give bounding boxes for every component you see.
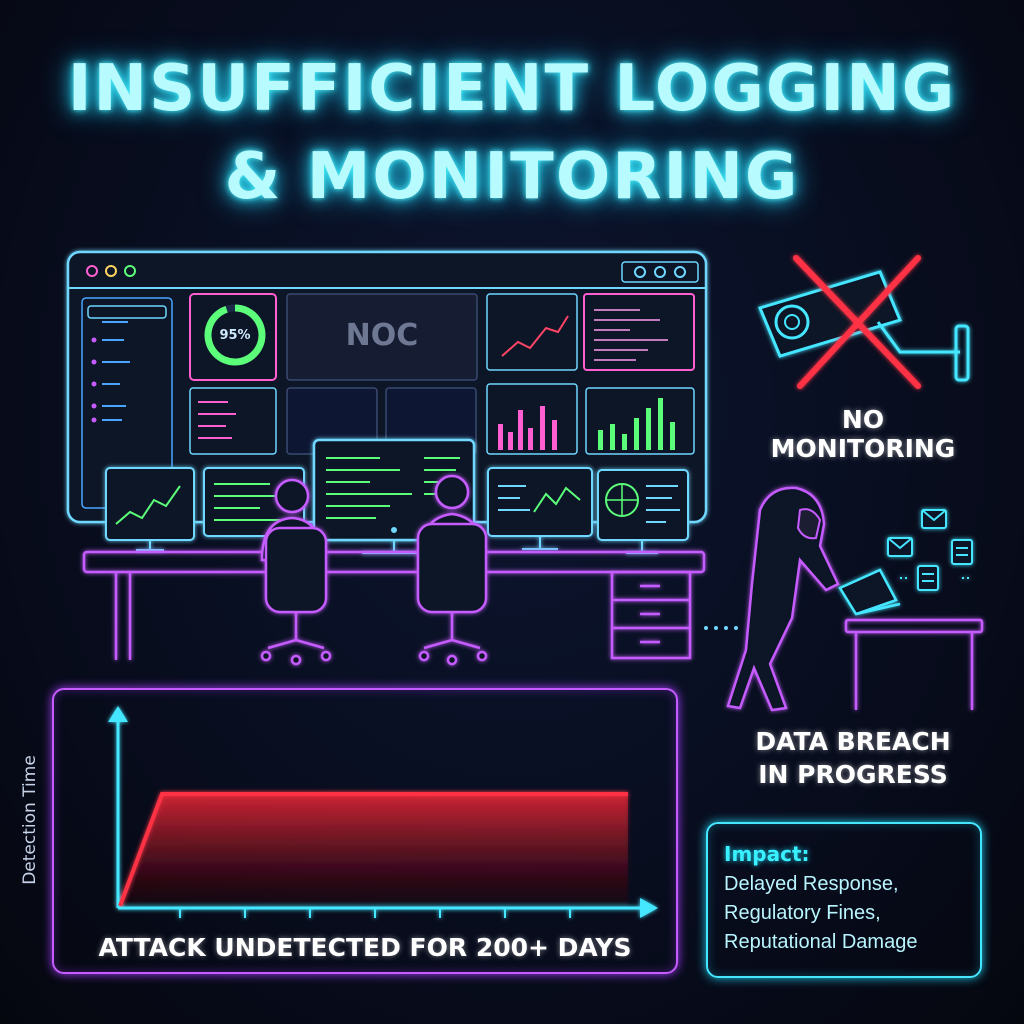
impact-title: Impact: [724,842,810,866]
data-breach-label-line-1: DATA BREACH [755,727,951,756]
desk [82,550,706,660]
impact-item: Delayed Response, [724,873,899,895]
title-line-2: & MONITORING [224,140,800,214]
hacker-desk [844,618,984,710]
x-axis-label: ATTACK UNDETECTED FOR 200+ DAYS [98,933,632,962]
gauge-arc [204,304,266,366]
no-sign-x-icon [793,255,921,389]
floating-files [887,509,973,591]
operators [260,474,488,666]
wall-display [66,250,708,524]
y-axis-label: Detection Time [20,755,40,885]
impact-item: Reputational Damage [724,931,918,953]
detection-chart [108,706,658,918]
hacker-figure [726,486,901,712]
camera-icon [757,270,970,382]
title-line-1: INSUFFICIENT LOGGING [67,52,957,126]
data-breach-label-line-2: IN PROGRESS [758,760,948,789]
connector-dots [704,626,738,630]
impact-item: Regulatory Fines, [724,902,881,924]
gauge-value: 95% [219,328,251,343]
detection-line [118,792,628,907]
chart-panel [52,688,678,974]
no-monitoring-label: NO MONITORING [770,405,956,463]
impact-box: Impact: Delayed Response, Regulatory Fin… [706,822,982,978]
noc-panel-label: NOC [345,318,419,353]
